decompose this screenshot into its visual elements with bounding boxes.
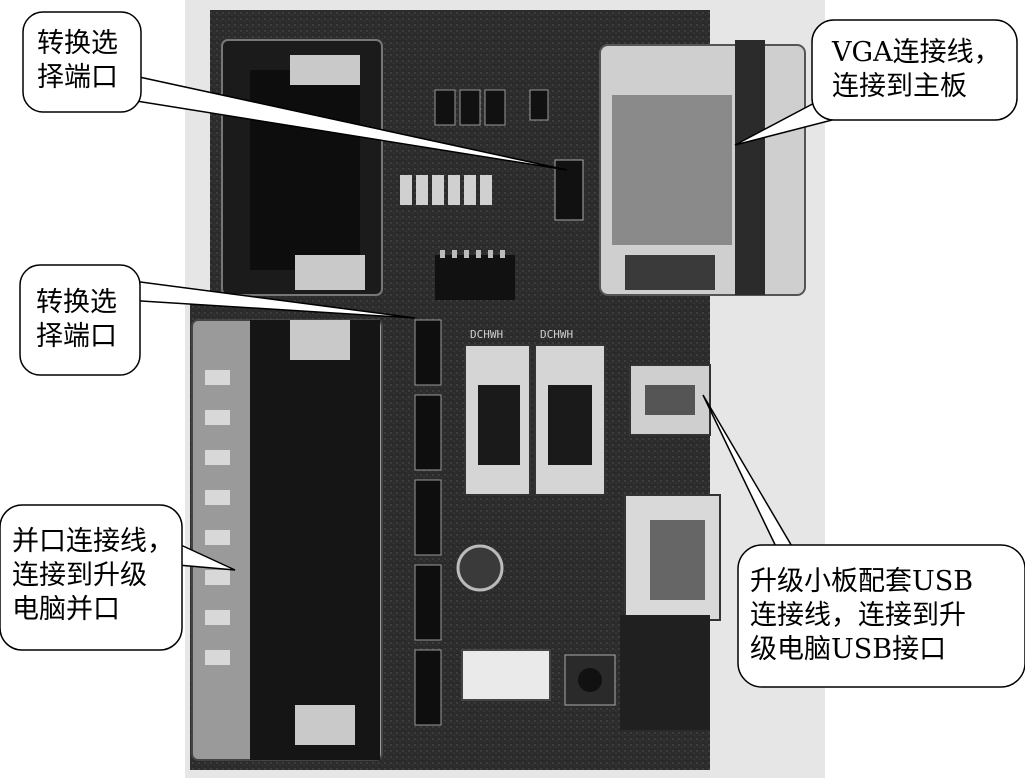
slide-switch-right <box>534 344 606 496</box>
callout-line: 连接线，连接到升 <box>750 600 966 631</box>
callout-line: VGA连接线， <box>832 37 1001 68</box>
callout-line: 连接到主板 <box>832 71 967 102</box>
callout-line: 连接到升级 <box>12 560 147 591</box>
white-header-connector <box>461 649 551 701</box>
callout-switch-port-top: 转换选 择端口 <box>37 27 118 95</box>
callout-parallel-cable: 并口连接线， 连接到升级 电脑并口 <box>12 525 174 627</box>
jumper-top <box>554 159 584 221</box>
callout-line: 转换选 <box>37 28 118 59</box>
header-pins <box>400 175 492 205</box>
lower-pcb-board: DCHWH DCHWH <box>190 300 721 770</box>
callout-usb-cable: 升级小板配套USB 连接线，连接到升 级电脑USB接口 <box>750 565 973 667</box>
switch-silkscreen-left: DCHWH <box>470 328 503 341</box>
callout-switch-port-mid: 转换选 择端口 <box>36 286 117 354</box>
callout-vga-cable: VGA连接线， 连接到主板 <box>832 36 1001 104</box>
push-button <box>564 654 616 706</box>
slide-switch-left <box>464 344 531 496</box>
buzzer <box>456 544 504 592</box>
callout-line: 转换选 <box>36 287 117 318</box>
callout-switch-port-mid-shape <box>19 264 416 376</box>
callout-line: 择端口 <box>36 321 117 352</box>
ic-chip <box>435 255 515 305</box>
callout-usb-cable-shape <box>702 394 1025 688</box>
callout-parallel-cable-shape <box>0 504 236 651</box>
callout-line: 级电脑USB接口 <box>750 634 947 665</box>
callout-line: 并口连接线， <box>12 526 174 557</box>
callout-line: 电脑并口 <box>12 594 120 625</box>
upper-pcb-board <box>210 10 806 310</box>
callout-line: 择端口 <box>37 62 118 93</box>
callout-vga-cable-shape <box>734 19 1018 146</box>
switch-silkscreen-right: DCHWH <box>540 328 573 341</box>
callout-line: 升级小板配套USB <box>750 566 974 597</box>
callout-switch-port-top-shape <box>22 11 568 171</box>
